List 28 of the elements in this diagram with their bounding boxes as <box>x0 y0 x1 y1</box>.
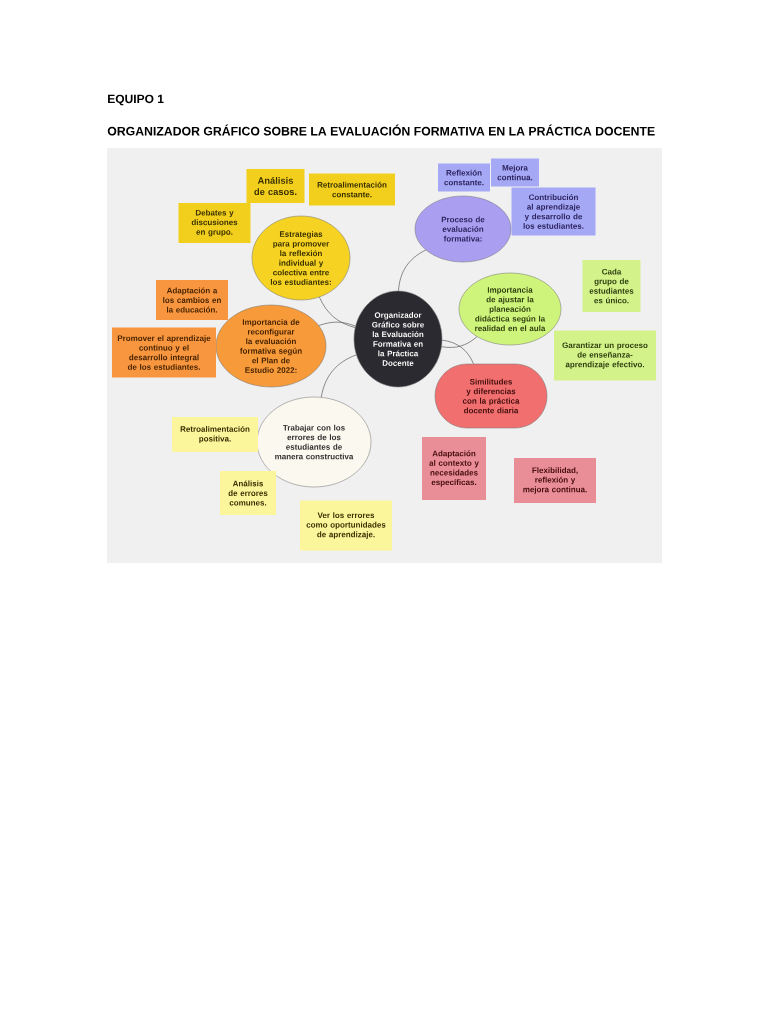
sticky-note: Retroalimentación constante. <box>309 173 395 206</box>
connector-line <box>441 339 474 365</box>
heading: EQUIPO 1 <box>108 94 164 106</box>
sticky-note: Adaptación a los cambios en la educación. <box>156 280 228 320</box>
sticky-note: Análisis de errores comunes. <box>220 471 276 515</box>
topic-bubble: Organizador Gráfico sobre la Evaluación Formativa en la Práctica Docente <box>353 290 443 388</box>
sticky-note: Adaptación al contexto y necesidades específicas. <box>422 437 486 500</box>
sticky-note: Debates y discusiones en grupo. <box>178 203 251 243</box>
connector-line <box>319 296 356 328</box>
sticky-note: Mejora continua. <box>491 158 539 187</box>
topic-bubble: Importancia de ajustar la planeación didáctica según la realidad en el aula <box>458 272 562 346</box>
sticky-note: Flexibilidad, reflexión y mejora continua. <box>514 458 596 503</box>
sticky-note: Promover el aprendizaje continuo y el desarrollo integral de los estudiantes. <box>112 327 216 378</box>
connector-line <box>320 354 357 398</box>
sticky-note: Análisis de casos. <box>246 169 305 203</box>
connector-line <box>318 321 356 327</box>
sticky-note: Ver los errores como oportunidades de aprendizaje. <box>300 500 392 551</box>
topic-bubble: Importancia de reconfigurar la evaluación formativa según el Plan de Estudio 2022: <box>215 304 327 388</box>
topic-bubble: Similitudes y diferencias con la práctica docente diaria <box>434 363 548 429</box>
sticky-note: Reflexión constante. <box>438 163 490 192</box>
sticky-note: Retroalimentación positiva. <box>172 417 258 452</box>
sticky-note: Garantizar un proceso de enseñanza-aprendizaje efectivo. <box>554 330 656 381</box>
sticky-note: Cada grupo de estudiantes es único. <box>582 260 641 312</box>
title: ORGANIZADOR GRÁFICO SOBRE LA EVALUACIÓN FORMATIVA EN LA PRÁCTICA DOCENTE <box>107 124 655 136</box>
topic-bubble: Proceso de evaluación formativa: <box>414 195 512 263</box>
topic-bubble: Estrategias para promover la reflexión individual y colectiva entre los estudiantes: <box>251 215 351 301</box>
connector-line <box>398 249 426 292</box>
connector-line <box>441 336 478 348</box>
